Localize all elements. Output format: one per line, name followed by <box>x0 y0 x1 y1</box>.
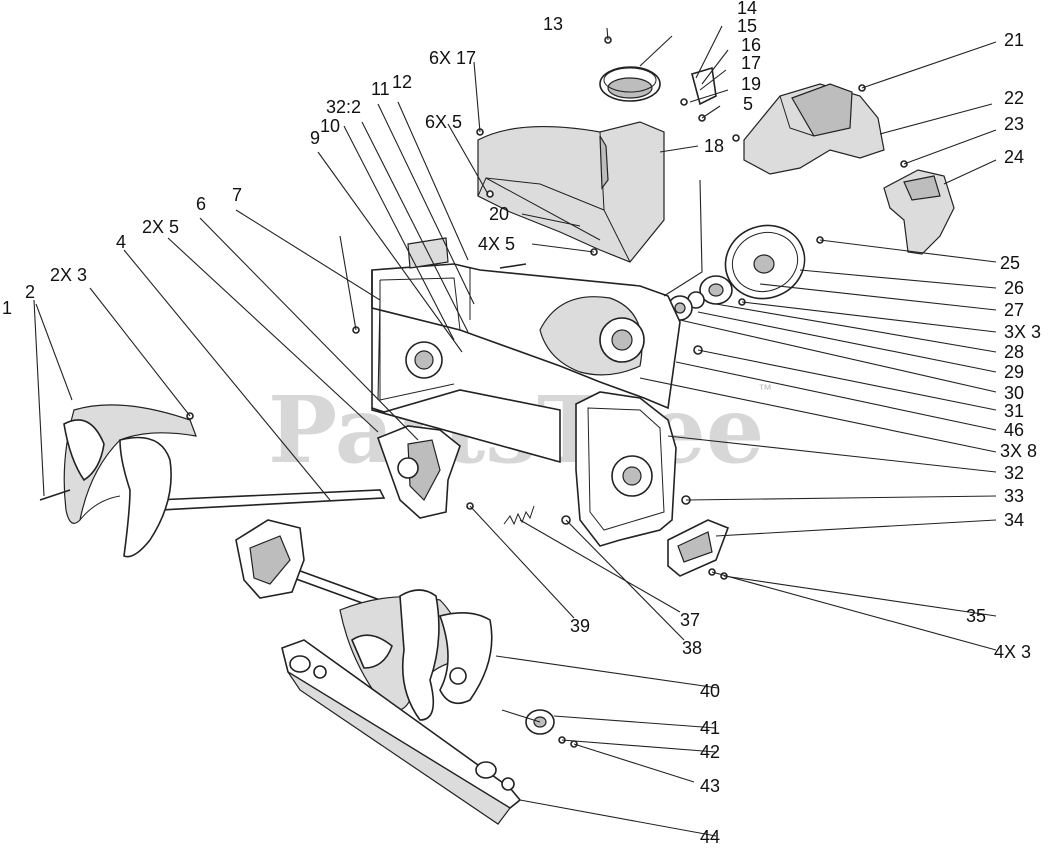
callout-13: 13 <box>543 14 563 34</box>
discharge-chute <box>477 121 665 263</box>
callout-9: 9 <box>310 128 320 148</box>
callout-37: 37 <box>680 610 700 630</box>
callout-44: 44 <box>700 827 720 847</box>
impeller <box>376 425 461 519</box>
callout-10: 10 <box>320 116 340 136</box>
bracket-16 <box>691 66 717 106</box>
watermark-trademark: ™ <box>758 381 772 397</box>
callout-6x17: 6X 17 <box>429 48 476 68</box>
callout-17: 17 <box>741 53 761 73</box>
left-auger <box>63 404 197 558</box>
callout-32: 32 <box>1004 463 1024 483</box>
spring <box>503 505 535 526</box>
callout-4: 4 <box>116 232 126 252</box>
skid-shoe <box>667 519 730 577</box>
callout-34: 34 <box>1004 510 1024 530</box>
callout-26: 26 <box>1004 278 1024 298</box>
chute-ring <box>599 66 661 102</box>
auger-shaft <box>154 489 386 609</box>
callout-20: 20 <box>489 204 509 224</box>
auger-housing <box>371 263 681 547</box>
callout-6x5: 6X 5 <box>425 112 462 132</box>
bearing-stack <box>667 275 733 321</box>
callout-1: 1 <box>2 298 12 318</box>
callout-11: 11 <box>371 79 390 99</box>
callout-16: 16 <box>741 35 761 55</box>
callout-2: 2 <box>25 282 35 302</box>
callout-40: 40 <box>700 681 720 701</box>
callout-31: 31 <box>1004 401 1024 421</box>
callout-21: 21 <box>1004 30 1024 50</box>
callout-39: 39 <box>570 616 590 636</box>
callout-2x3: 2X 3 <box>50 265 87 285</box>
callout-42: 42 <box>700 742 720 762</box>
callout-46: 46 <box>1004 420 1024 440</box>
callout-27: 27 <box>1004 300 1024 320</box>
callout-23: 23 <box>1004 114 1024 134</box>
callout-15: 15 <box>737 16 757 36</box>
part-drawings <box>39 36 955 825</box>
callout-5: 5 <box>743 94 753 114</box>
callout-6: 6 <box>196 194 206 214</box>
callout-4x3: 4X 3 <box>994 642 1031 662</box>
callout-2x5: 2X 5 <box>142 217 179 237</box>
callout-30: 30 <box>1004 383 1024 403</box>
callout-29: 29 <box>1004 362 1024 382</box>
callout-43: 43 <box>700 776 720 796</box>
callout-28: 28 <box>1004 342 1024 362</box>
callout-35: 35 <box>966 606 986 626</box>
callout-41: 41 <box>700 718 720 738</box>
belt-cover-lower <box>883 169 955 255</box>
callout-3x8: 3X 8 <box>1000 441 1037 461</box>
callout-32-2: 32:2 <box>326 97 361 117</box>
callout-33: 33 <box>1004 486 1024 506</box>
belt-cover-upper <box>743 83 885 175</box>
callout-25: 25 <box>1000 253 1020 273</box>
pulley <box>724 224 806 300</box>
callout-4x5: 4X 5 <box>478 234 515 254</box>
callout-38: 38 <box>682 638 702 658</box>
callout-12: 12 <box>392 72 412 92</box>
callout-22: 22 <box>1004 88 1024 108</box>
callout-18: 18 <box>704 136 724 156</box>
leader-lines <box>33 25 997 837</box>
callout-14: 14 <box>737 0 757 18</box>
callout-19: 19 <box>741 74 761 94</box>
right-auger <box>339 589 493 721</box>
callout-3x3: 3X 3 <box>1004 322 1041 342</box>
callout-24: 24 <box>1004 147 1024 167</box>
callout-7: 7 <box>232 185 242 205</box>
